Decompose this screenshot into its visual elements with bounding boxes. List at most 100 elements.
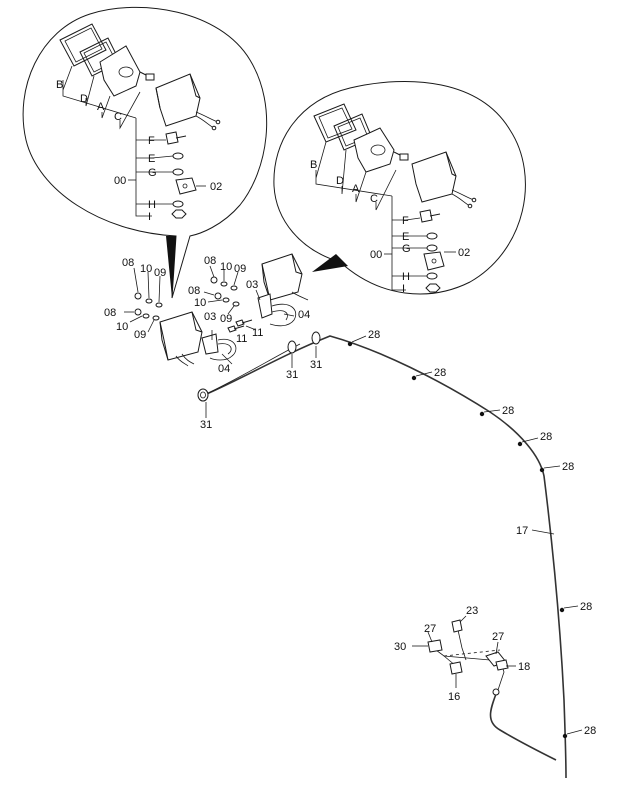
bracket-02-part [175, 177, 197, 195]
callout-f-right: F [402, 215, 409, 227]
callout-03-right: 03 [246, 279, 258, 291]
right-lamp-assembly: 08 10 09 08 10 09 03 04 11 [188, 253, 310, 345]
callout-11-left: 11 [252, 327, 263, 339]
clip-31-left [197, 388, 209, 402]
tie-28-d [517, 441, 523, 447]
bracket-02-part-right [423, 251, 445, 271]
washer-g-part [172, 168, 184, 176]
washer-h-part [172, 200, 184, 208]
callout-d: D [80, 93, 88, 105]
hardware-stack-left [134, 292, 245, 333]
callout-27-right: 27 [492, 631, 504, 643]
callout-e-right: E [402, 231, 409, 243]
lens-b-part-right [313, 103, 357, 143]
callout-c-right: C [370, 193, 378, 205]
callout-30: 30 [394, 641, 406, 653]
clip-31-right [311, 331, 321, 345]
washer-e-part [172, 152, 184, 160]
housing-c-part [155, 73, 221, 131]
nut-i-part [171, 209, 187, 219]
callout-b-right: B [310, 159, 317, 171]
housing-c-part-right [411, 151, 477, 209]
part-18 [492, 688, 500, 696]
callout-17: 17 [516, 525, 528, 537]
callout-28-a: 28 [368, 329, 380, 341]
callout-09-right-b: 09 [220, 313, 232, 325]
hardware-stack-right [210, 276, 253, 327]
callout-28-f: 28 [580, 601, 592, 613]
clip-31-mid [287, 340, 297, 354]
callout-28-d: 28 [540, 431, 552, 443]
callout-03-left: 03 [204, 311, 216, 323]
connector-27-left [427, 639, 443, 653]
washer-h-part-right [426, 272, 438, 280]
callout-e: E [148, 153, 155, 165]
callout-02-right: 02 [458, 247, 470, 259]
callout-04-right: 04 [298, 309, 310, 321]
washer-e-part-right [426, 232, 438, 240]
wire-harness: 31 31 31 28 28 28 28 28 17 28 28 [197, 329, 596, 779]
callout-g: G [148, 167, 157, 179]
callout-08-left-b: 08 [104, 307, 116, 319]
callout-09-left-a: 09 [154, 267, 166, 279]
callout-08-left-a: 08 [122, 257, 134, 269]
callout-04-left: 04 [218, 363, 230, 375]
tie-28-b [411, 375, 417, 381]
switch-connector-group: 23 27 30 27 18 16 [394, 605, 557, 761]
lens-b-part [59, 23, 107, 67]
tie-28-a [347, 341, 353, 347]
callout-18: 18 [518, 661, 530, 673]
callout-a: A [97, 101, 105, 113]
callout-b: B [56, 79, 63, 91]
reflector-a-part [99, 45, 155, 97]
reflector-a-part-right [353, 127, 409, 173]
callout-27-left: 27 [424, 623, 436, 635]
callout-f: F [148, 135, 155, 147]
callout-g-right: G [402, 243, 411, 255]
callout-d-right: D [336, 175, 344, 187]
callout-28-e: 28 [562, 461, 574, 473]
washer-g-part-right [426, 244, 438, 252]
callout-08-right-a: 08 [204, 255, 216, 267]
tie-28-e [539, 467, 545, 473]
tie-28-c [479, 411, 485, 417]
callout-23: 23 [466, 605, 478, 617]
tie-28-g [562, 733, 568, 739]
left-detail-leaders [62, 65, 206, 217]
left-lamp-assembly: 08 10 09 08 10 09 03 04 11 [104, 257, 263, 375]
callout-h-right: H [402, 271, 410, 283]
callout-28-c: 28 [502, 405, 514, 417]
callout-31-right: 31 [310, 359, 322, 371]
callout-00: 00 [114, 175, 126, 187]
callout-h: H [148, 199, 156, 211]
nut-i-part-right [425, 283, 441, 293]
callout-10-left-a: 10 [140, 263, 152, 275]
right-detail-bubble: B D A C F E G 00 02 H I [273, 80, 526, 295]
tie-28-f [559, 607, 565, 613]
callout-31-mid: 31 [286, 369, 298, 381]
callout-09-left-b: 09 [134, 329, 146, 341]
callout-10-left-b: 10 [116, 321, 128, 333]
callout-08-right-b: 08 [188, 285, 200, 297]
part-23 [451, 619, 463, 633]
screw-f-part [165, 131, 187, 145]
callout-c: C [114, 111, 122, 123]
callout-i: I [148, 211, 151, 223]
callout-28-b: 28 [434, 367, 446, 379]
callout-10-right-b: 10 [194, 297, 206, 309]
callout-i-right: I [402, 283, 405, 295]
callout-28-g: 28 [584, 725, 596, 737]
connector-27-right [485, 651, 509, 671]
callout-a-right: A [352, 183, 360, 195]
screw-f-part-right [419, 209, 441, 223]
callout-02: 02 [210, 181, 222, 193]
part-16 [449, 661, 463, 675]
callout-10-right-a: 10 [220, 261, 232, 273]
callout-11-right: 11 [236, 333, 247, 345]
left-detail-bubble: B D A C F E G 00 02 H I [22, 6, 268, 299]
callout-16: 16 [448, 691, 460, 703]
callout-31-left: 31 [200, 419, 212, 431]
callout-09-right-a: 09 [234, 263, 246, 275]
callout-00-right: 00 [370, 249, 382, 261]
